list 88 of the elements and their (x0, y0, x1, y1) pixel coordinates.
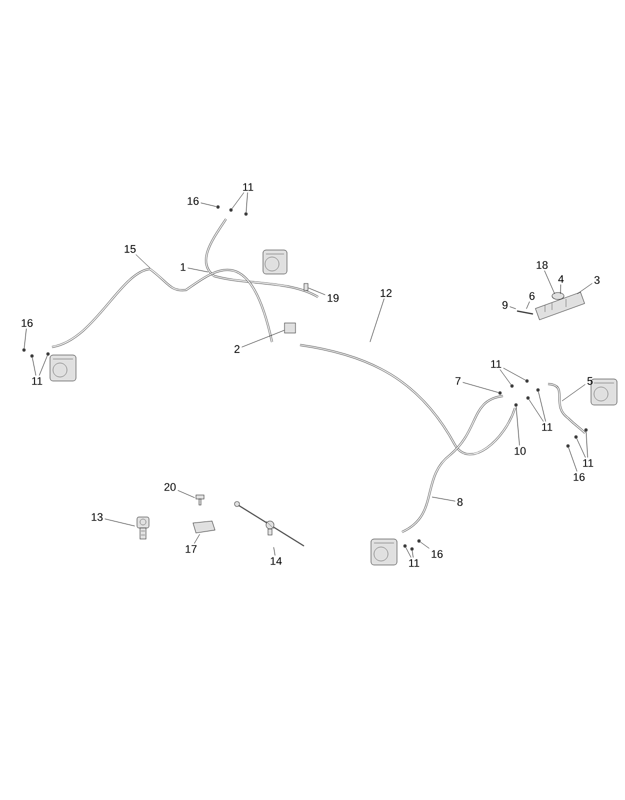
fitting-icon (216, 205, 220, 209)
callout-number: 16 (432, 550, 443, 558)
leader-line (538, 392, 546, 422)
leader-line (420, 542, 430, 549)
leader-line (188, 268, 208, 272)
leader-line (568, 448, 578, 472)
leader-line (104, 518, 136, 526)
leader-line (246, 192, 248, 212)
clip-drawing (192, 520, 216, 534)
callout-number: 14 (270, 557, 282, 565)
callout-number: 9 (502, 301, 508, 309)
fitting-icon (514, 403, 518, 407)
leader-line (32, 358, 36, 376)
leader-line (562, 384, 586, 402)
leader-line (576, 438, 586, 458)
callout-number: 11 (32, 377, 42, 385)
leader-line (370, 298, 384, 342)
callout-number: 11 (491, 360, 502, 368)
leader-line (24, 328, 27, 348)
callout-number: 19 (328, 294, 339, 302)
callout-number: 12 (380, 289, 392, 297)
fitting-icon (584, 428, 588, 432)
fitting-icon (403, 544, 407, 548)
callout-number: 15 (124, 245, 136, 253)
leader-line (432, 496, 456, 502)
callout-number: 20 (164, 483, 176, 491)
leader-line (516, 406, 520, 446)
callout-number: 16 (188, 197, 199, 205)
leader-line (586, 432, 588, 458)
fitting-icon (244, 212, 248, 216)
fitting-icon (22, 348, 26, 352)
callout-number: 16 (22, 319, 33, 327)
leader-line (526, 301, 530, 310)
callout-number: 10 (514, 447, 526, 455)
fitting-icon (526, 396, 530, 400)
callout-number: 7 (456, 377, 460, 385)
callout-number: 11 (542, 423, 552, 431)
fitting-icon (566, 444, 570, 448)
callout-number: 16 (574, 473, 585, 481)
push-nut-drawing (196, 494, 204, 506)
pushrod-drawing (516, 310, 534, 315)
callout-number: 11 (409, 559, 420, 567)
callout-number: 3 (594, 276, 600, 284)
fitting-icon (30, 354, 34, 358)
fitting-icon (574, 435, 578, 439)
leader-line (412, 550, 414, 558)
fitting-icon (498, 391, 502, 395)
leader-line (577, 283, 592, 294)
leader-line (200, 202, 216, 207)
callout-number: 11 (583, 459, 594, 467)
leader-line (544, 270, 555, 294)
master-cylinder-drawing (535, 292, 585, 320)
callout-number: 18 (536, 261, 548, 269)
fitting-icon (410, 547, 414, 551)
leader-line (560, 284, 562, 294)
leader-line (136, 254, 150, 268)
fitting-icon (229, 208, 233, 212)
leader-line (462, 382, 498, 393)
leader-line (194, 534, 200, 544)
leader-line (500, 369, 512, 385)
callout-number: 13 (92, 513, 103, 521)
leader-line (273, 546, 276, 556)
fitting-icon (510, 384, 514, 388)
fitting-icon (536, 388, 540, 392)
fitting-icon (417, 539, 421, 543)
callout-number: 5 (587, 377, 593, 385)
leader-line (242, 330, 284, 348)
callout-number: 8 (457, 498, 463, 506)
leader-line (528, 399, 544, 422)
callout-number: 11 (243, 183, 254, 191)
callout-number: 4 (558, 275, 564, 283)
callout-number: 17 (186, 545, 197, 553)
callout-number: 1 (180, 263, 186, 271)
leader-line (178, 490, 196, 498)
leader-line (510, 306, 516, 310)
leader-line (232, 192, 244, 209)
clamp-drawing (136, 516, 150, 540)
fitting-icon (525, 379, 529, 383)
leader-line (406, 547, 412, 558)
leader-line (39, 356, 48, 376)
cable-tie-drawing (234, 501, 304, 547)
junction-block-drawing (284, 322, 296, 334)
bolt-drawing (304, 283, 308, 291)
callout-number: 2 (234, 345, 240, 353)
fitting-icon (46, 352, 50, 356)
callout-number: 6 (530, 292, 535, 300)
leader-line (308, 288, 326, 296)
leader-line (503, 368, 526, 380)
